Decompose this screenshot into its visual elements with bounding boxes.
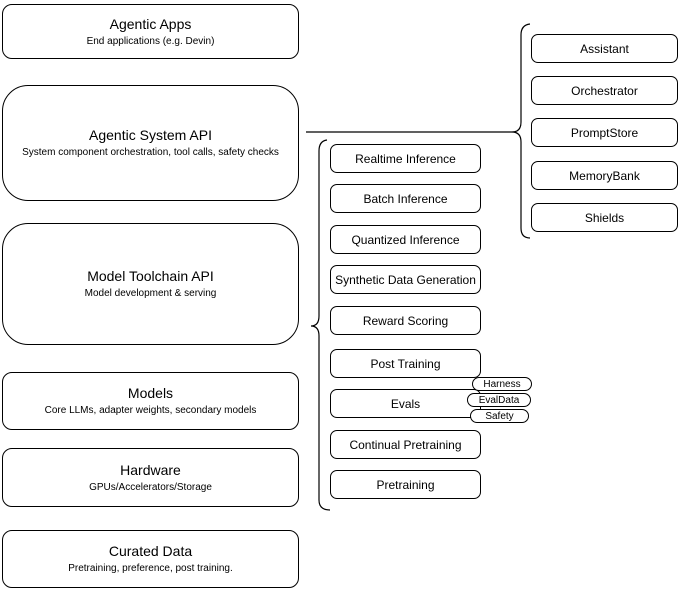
box-subtitle: System component orchestration, tool cal… (22, 147, 279, 158)
toolchain-item-continual-pretraining: Continual Pretraining (330, 430, 481, 459)
toolchain-item-label: Quantized Inference (351, 232, 460, 247)
toolchain-item-batch-inference: Batch Inference (330, 184, 481, 213)
box-title: Agentic System API (89, 127, 212, 143)
component-label: MemoryBank (569, 168, 640, 183)
eval-tag-label: EvalData (478, 394, 520, 406)
toolchain-item-label: Continual Pretraining (349, 437, 462, 452)
box-subtitle: End applications (e.g. Devin) (86, 35, 215, 47)
eval-tag-label: Safety (485, 410, 514, 422)
eval-tag-harness: Harness (472, 377, 532, 391)
toolchain-item-label: Evals (390, 396, 421, 411)
toolchain-item-pretraining: Pretraining (330, 470, 481, 499)
toolchain-item-label: Post Training (370, 356, 441, 371)
component-orchestrator: Orchestrator (531, 76, 678, 105)
toolchain-item-realtime-inference: Realtime Inference (330, 144, 481, 173)
toolchain-item-label: Reward Scoring (362, 313, 449, 328)
box-subtitle: Pretraining, preference, post training. (68, 563, 233, 574)
component-promptstore: PromptStore (531, 118, 678, 147)
toolchain-item-synthetic-data-generation: Synthetic Data Generation (330, 265, 481, 294)
eval-tag-label: Harness (483, 378, 521, 390)
eval-tag-evaldata: EvalData (467, 393, 531, 407)
component-label: Orchestrator (571, 83, 638, 98)
toolchain-item-reward-scoring: Reward Scoring (330, 306, 481, 335)
toolchain-item-post-training: Post Training (330, 349, 481, 378)
system-components-brace (511, 23, 531, 239)
component-label: Shields (584, 210, 625, 225)
toolchain-item-quantized-inference: Quantized Inference (330, 225, 481, 254)
box-subtitle: Model development & serving (84, 288, 217, 299)
toolchain-item-label: Batch Inference (363, 191, 448, 206)
box-title: Model Toolchain API (87, 268, 214, 284)
box-title: Models (127, 385, 174, 401)
stack-box-curated-data: Curated Data Pretraining, preference, po… (2, 530, 299, 588)
box-title: Curated Data (108, 543, 193, 559)
box-subtitle: GPUs/Accelerators/Storage (89, 481, 212, 493)
component-label: Assistant (580, 41, 629, 56)
stack-box-model-toolchain-api: Model Toolchain API Model development & … (2, 223, 299, 345)
component-assistant: Assistant (531, 34, 678, 63)
box-title: Agentic Apps (109, 15, 192, 32)
toolchain-brace (310, 139, 331, 511)
toolchain-item-label: Pretraining (376, 477, 435, 492)
component-memorybank: MemoryBank (531, 161, 678, 190)
stack-box-hardware: Hardware GPUs/Accelerators/Storage (2, 448, 299, 507)
toolchain-item-label: Synthetic Data Generation (335, 272, 476, 287)
component-shields: Shields (531, 203, 678, 232)
stack-box-models: Models Core LLMs, adapter weights, secon… (2, 372, 299, 430)
toolchain-item-label: Realtime Inference (355, 151, 456, 166)
box-title: Hardware (120, 461, 181, 478)
component-label: PromptStore (570, 125, 639, 140)
box-subtitle: Core LLMs, adapter weights, secondary mo… (44, 405, 257, 416)
toolchain-item-evals: Evals (330, 389, 481, 418)
stack-box-agentic-system-api: Agentic System API System component orch… (2, 85, 299, 201)
stack-box-agentic-apps: Agentic Apps End applications (e.g. Devi… (2, 4, 299, 59)
eval-tag-safety: Safety (470, 409, 529, 423)
